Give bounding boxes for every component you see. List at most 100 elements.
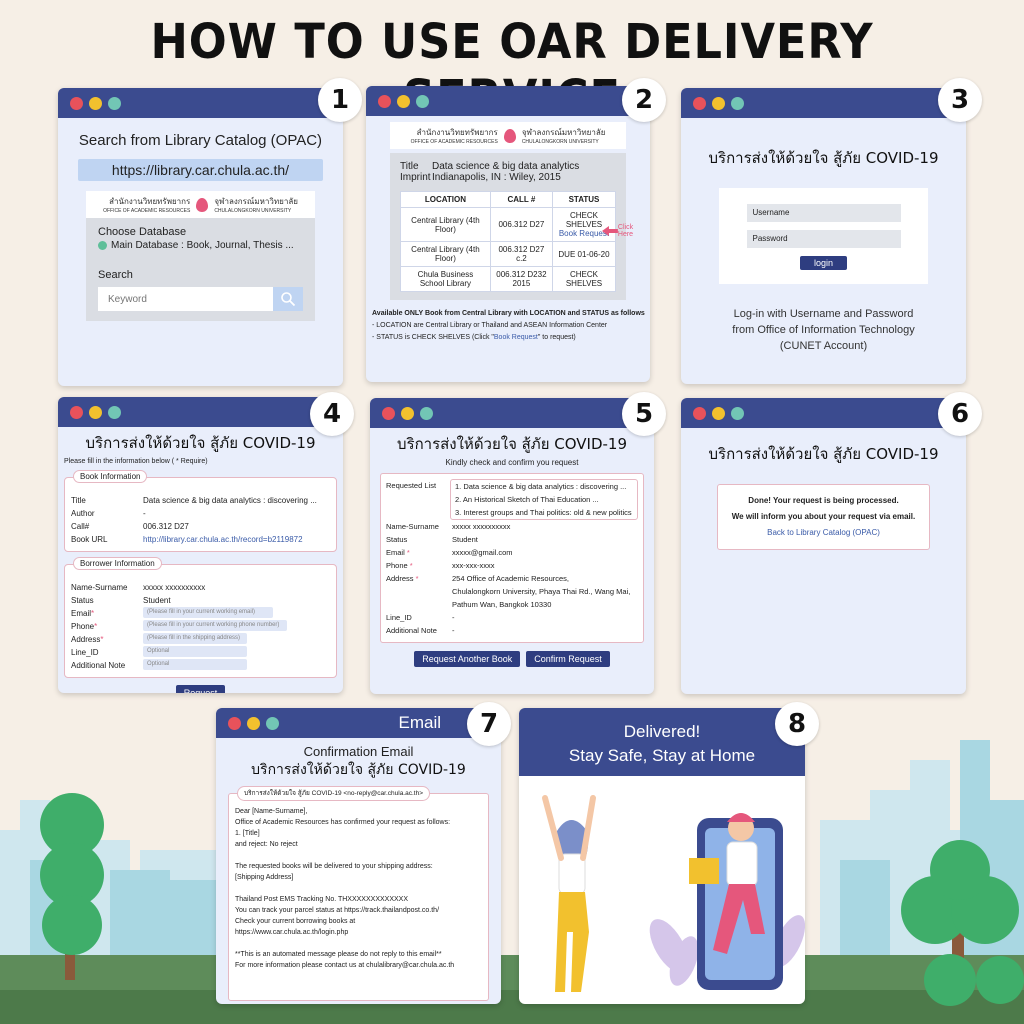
address-field[interactable]: (Please fill in the shipping address) <box>143 633 247 644</box>
logo-drop-icon <box>503 128 516 143</box>
delivered-banner: Delivered! Stay Safe, Stay at Home <box>519 708 805 776</box>
request-another-book-button[interactable]: Request Another Book <box>414 651 521 667</box>
password-field[interactable]: Password <box>746 230 901 248</box>
phone-field[interactable]: (Please fill in your current working pho… <box>143 620 287 631</box>
email-line: You can track your parcel status at http… <box>235 907 440 914</box>
step-number-1: 1 <box>318 78 362 122</box>
search-label: Search <box>98 269 133 281</box>
email-field[interactable]: (Please fill in your current working ema… <box>143 607 273 618</box>
database-panel: Choose Database Main Database : Book, Jo… <box>86 218 315 321</box>
record-title: Data science & big data analytics <box>432 161 580 172</box>
step-number-3: 3 <box>938 78 982 122</box>
minimize-dot-icon <box>247 717 260 730</box>
email-line: **This is an automated message please do… <box>235 951 442 958</box>
delivery-person-icon <box>689 813 765 954</box>
close-dot-icon <box>382 407 395 420</box>
service-title: บริการส่งให้ด้วยใจ สู้ภัย COVID-19 <box>251 762 466 778</box>
request-button[interactable]: Request <box>175 685 226 693</box>
email-text: Dear [Name-Surname], Office of Academic R… <box>235 806 482 971</box>
username-field[interactable]: Username <box>746 204 901 222</box>
book-request-link[interactable]: Book Request <box>558 229 610 238</box>
service-title: บริการส่งให้ด้วยใจ สู้ภัย COVID-19 <box>396 435 628 453</box>
step-number-7: 7 <box>467 702 511 746</box>
person-cheering-icon <box>542 795 596 992</box>
step-4-window: บริการส่งให้ด้วยใจ สู้ภัย COVID-19 Pleas… <box>58 397 343 693</box>
step-1-window: Search from Library Catalog (OPAC) https… <box>58 88 343 386</box>
step-5-window: บริการส่งให้ด้วยใจ สู้ภัย COVID-19 Kindl… <box>370 398 654 694</box>
confirm-subtitle: Kindly check and confirm you request <box>445 458 579 467</box>
close-dot-icon <box>70 406 83 419</box>
confirmation-summary: Requested List 1. Data science & big dat… <box>380 473 644 643</box>
login-panel: Username Password login <box>719 188 928 284</box>
email-line <box>235 938 482 949</box>
done-message: Done! Your request is being processed. W… <box>717 484 930 550</box>
maximize-dot-icon <box>731 407 744 420</box>
step-7-window: Email Confirmation Email บริการส่งให้ด้ว… <box>216 708 501 1004</box>
maximize-dot-icon <box>266 717 279 730</box>
login-button[interactable]: login <box>799 256 847 270</box>
list-item: 3. Interest groups and Thai politics: ol… <box>455 508 632 517</box>
step-8-window: Delivered! Stay Safe, Stay at Home <box>519 708 805 1004</box>
email-line <box>235 850 482 861</box>
confirm-request-button[interactable]: Confirm Request <box>526 651 610 667</box>
keyword-input[interactable] <box>98 287 273 311</box>
line-id-field[interactable]: Optional <box>143 646 247 657</box>
step-number-2: 2 <box>622 78 666 122</box>
tree-right-icon <box>901 840 1024 1006</box>
delivery-illustration <box>542 795 805 992</box>
email-line: Dear [Name-Surname], <box>235 808 308 815</box>
service-title: บริการส่งให้ด้วยใจ สู้ภัย COVID-19 <box>708 445 939 463</box>
logo-drop-icon <box>196 197 209 212</box>
maximize-dot-icon <box>108 97 121 110</box>
step-3-window: บริการส่งให้ด้วยใจ สู้ภัย COVID-19 Usern… <box>681 88 966 384</box>
confirmation-email-heading: Confirmation Email <box>303 744 414 759</box>
book-url-link[interactable]: http://library.car.chula.ac.th/record=b2… <box>143 535 303 544</box>
radio-selected-icon[interactable] <box>98 241 107 250</box>
form-instruction: Please fill in the information below ( *… <box>64 458 208 465</box>
maximize-dot-icon <box>420 407 433 420</box>
step-number-5: 5 <box>622 392 666 436</box>
email-line: Check your current borrowing books at <box>235 918 356 925</box>
click-here-callout: Click Here <box>602 224 650 238</box>
magnifier-icon <box>281 292 296 307</box>
record-imprint: Indianapolis, IN : Wiley, 2015 <box>432 172 561 183</box>
minimize-dot-icon <box>712 407 725 420</box>
service-title: บริการส่งให้ด้วยใจ สู้ภัย COVID-19 <box>85 434 316 452</box>
search-button[interactable] <box>273 287 303 311</box>
arrow-left-icon <box>602 226 618 236</box>
email-line <box>235 883 482 894</box>
email-line: https://www.car.chula.ac.th/login.php <box>235 929 349 936</box>
step-number-4: 4 <box>310 392 354 436</box>
maximize-dot-icon <box>108 406 121 419</box>
email-body: บริการส่งให้ด้วยใจ สู้ภัย COVID-19 <no-r… <box>228 786 489 1001</box>
minimize-dot-icon <box>712 97 725 110</box>
table-row: Central Library (4th Floor)006.312 D27 c… <box>400 241 617 267</box>
close-dot-icon <box>693 97 706 110</box>
email-line: Thailand Post EMS Tracking No. THXXXXXXX… <box>235 896 409 903</box>
availability-note: Available ONLY Book from Central Library… <box>372 310 645 317</box>
email-line: For more information please contact us a… <box>235 962 455 969</box>
choose-database-label: Choose Database <box>98 226 187 238</box>
email-line: and reject: No reject <box>235 841 298 848</box>
list-item: 1. Data science & big data analytics : d… <box>455 482 627 491</box>
close-dot-icon <box>228 717 241 730</box>
minimize-dot-icon <box>401 407 414 420</box>
database-option[interactable]: Main Database : Book, Journal, Thesis ..… <box>111 240 294 251</box>
email-sender: บริการส่งให้ด้วยใจ สู้ภัย COVID-19 <no-r… <box>237 786 431 801</box>
email-line: Office of Academic Resources has confirm… <box>235 819 451 826</box>
close-dot-icon <box>70 97 83 110</box>
additional-note-field[interactable]: Optional <box>143 659 247 670</box>
back-to-catalog-link[interactable]: Back to Library Catalog (OPAC) <box>767 528 880 537</box>
email-line: 1. [Title] <box>235 830 260 837</box>
opac-url[interactable]: https://library.car.chula.ac.th/ <box>78 159 323 181</box>
step-number-8: 8 <box>775 702 819 746</box>
